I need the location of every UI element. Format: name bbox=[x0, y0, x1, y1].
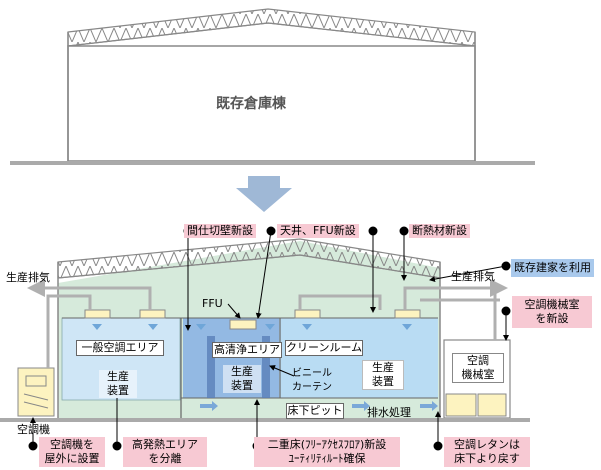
label-ac-room-line2: 機械室 bbox=[461, 368, 495, 381]
label-production-eq-right-line1: 生産 bbox=[372, 361, 394, 374]
label-production-eq-left-line2: 装置 bbox=[107, 384, 129, 397]
label-vinyl-curtain-line1: ビニール bbox=[292, 368, 332, 379]
renovated-building bbox=[0, 238, 530, 422]
label-drainage: 排水処理 bbox=[367, 406, 411, 419]
callout-ac-outdoor-line2: 屋外に設置 bbox=[44, 452, 100, 465]
label-production-eq-right-line2: 装置 bbox=[372, 375, 394, 388]
existing-warehouse-label: 既存倉庫棟 bbox=[216, 96, 286, 112]
label-production-eq-center: 生産 装置 bbox=[223, 365, 261, 393]
label-production-eq-center-line2: 装置 bbox=[231, 379, 253, 392]
label-production-eq-right: 生産 装置 bbox=[362, 360, 404, 390]
label-ffu: FFU bbox=[202, 297, 223, 310]
label-high-clean-area: 高清浄エリア bbox=[212, 342, 282, 358]
callout-return-duct-line2: 床下より戻す bbox=[454, 452, 520, 465]
label-vinyl-curtain-line2: カーテン bbox=[292, 382, 332, 393]
label-general-area: 一般空調エリア bbox=[76, 340, 164, 356]
callout-double-floor-line1: 二重床(ﾌﾘｰｱｸｾｽﾌﾛｱ)新設 bbox=[267, 438, 387, 451]
callout-double-floor: 二重床(ﾌﾘｰｱｸｾｽﾌﾛｱ)新設 ﾕｰﾃｨﾘﾃｨﾙｰﾄ確保 bbox=[254, 437, 400, 467]
callout-heat-area-line2: を分離 bbox=[148, 452, 182, 465]
callout-heat-area: 高発熱エリア を分離 bbox=[123, 437, 207, 467]
callout-heat-area-line1: 高発熱エリア bbox=[132, 438, 198, 451]
callout-ac-outdoor: 空調機を 屋外に設置 bbox=[39, 437, 105, 467]
label-production-eq-left-line1: 生産 bbox=[107, 370, 129, 383]
transition-arrow bbox=[236, 176, 292, 212]
label-underfloor-pit: 床下ピット bbox=[286, 403, 344, 419]
label-exhaust-right: 生産排気 bbox=[451, 270, 495, 283]
label-ac-room-line1: 空調 bbox=[467, 354, 489, 367]
callout-reuse-building: 既存建家を利用 bbox=[511, 259, 594, 277]
label-exhaust-left: 生産排気 bbox=[6, 271, 50, 284]
label-clean-room: クリーンルーム bbox=[285, 340, 363, 356]
callout-return-duct: 空調レタンは 床下より戻す bbox=[444, 437, 530, 467]
outdoor-ac-unit bbox=[17, 367, 55, 417]
callout-insulation: 断熱材新設 bbox=[409, 224, 470, 238]
existing-warehouse bbox=[10, 8, 535, 165]
callout-return-duct-line1: 空調レタンは bbox=[454, 438, 520, 451]
callout-machine-room-new: 空調機械室 を新設 bbox=[512, 296, 592, 328]
label-ac-room: 空調 機械室 bbox=[452, 353, 504, 383]
callout-double-floor-line2: ﾕｰﾃｨﾘﾃｨﾙｰﾄ確保 bbox=[288, 452, 366, 465]
label-production-eq-center-line1: 生産 bbox=[231, 365, 253, 378]
callout-machine-room-new-line2: を新設 bbox=[535, 312, 569, 325]
label-ac-unit: 空調機 bbox=[17, 423, 50, 436]
label-vinyl-curtain: ビニール カーテン bbox=[292, 367, 338, 395]
callout-ac-outdoor-line1: 空調機を bbox=[50, 438, 94, 451]
callout-leaders bbox=[28, 226, 511, 451]
callout-partition: 間仕切壁新設 bbox=[184, 224, 256, 238]
label-production-eq-left: 生産 装置 bbox=[99, 370, 137, 398]
callout-machine-room-new-line1: 空調機械室 bbox=[524, 298, 580, 311]
callout-ceiling-ffu: 天井、FFU新設 bbox=[277, 224, 359, 238]
